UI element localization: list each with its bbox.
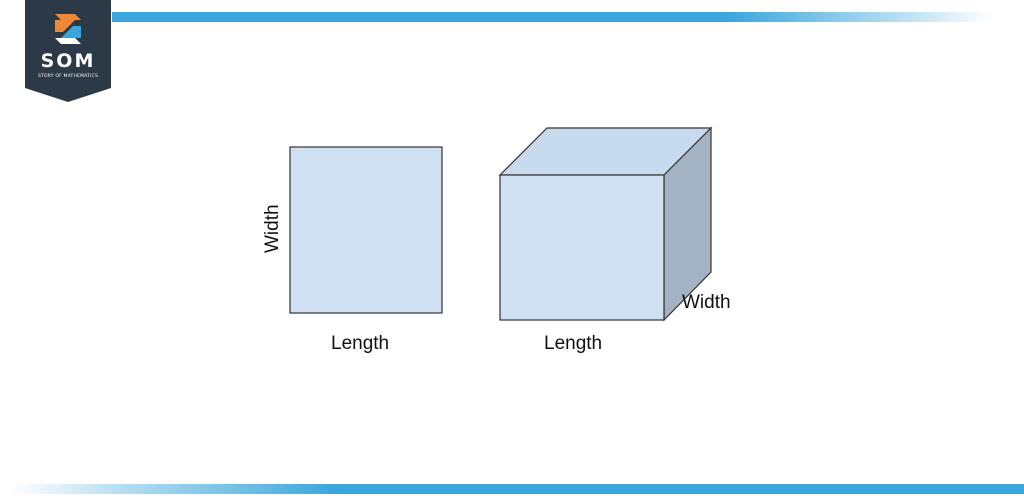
square-width-label: Width xyxy=(262,204,283,253)
cube-width-label: Width xyxy=(682,292,731,313)
som-logo-icon xyxy=(55,14,81,44)
som-logo: SOM STORY OF MATHEMATICS xyxy=(25,0,111,102)
square-shape xyxy=(289,146,443,314)
cube-shape xyxy=(498,126,713,322)
cube-length-label: Length xyxy=(544,333,603,354)
bottom-accent-bar xyxy=(10,484,1024,494)
cube-front-face xyxy=(499,174,665,321)
logo-badge xyxy=(25,0,111,102)
logo-wordmark: SOM xyxy=(40,50,96,72)
square-length-label: Length xyxy=(331,333,390,354)
top-accent-bar xyxy=(112,12,992,22)
logo-tagline: STORY OF MATHEMATICS xyxy=(38,74,98,79)
